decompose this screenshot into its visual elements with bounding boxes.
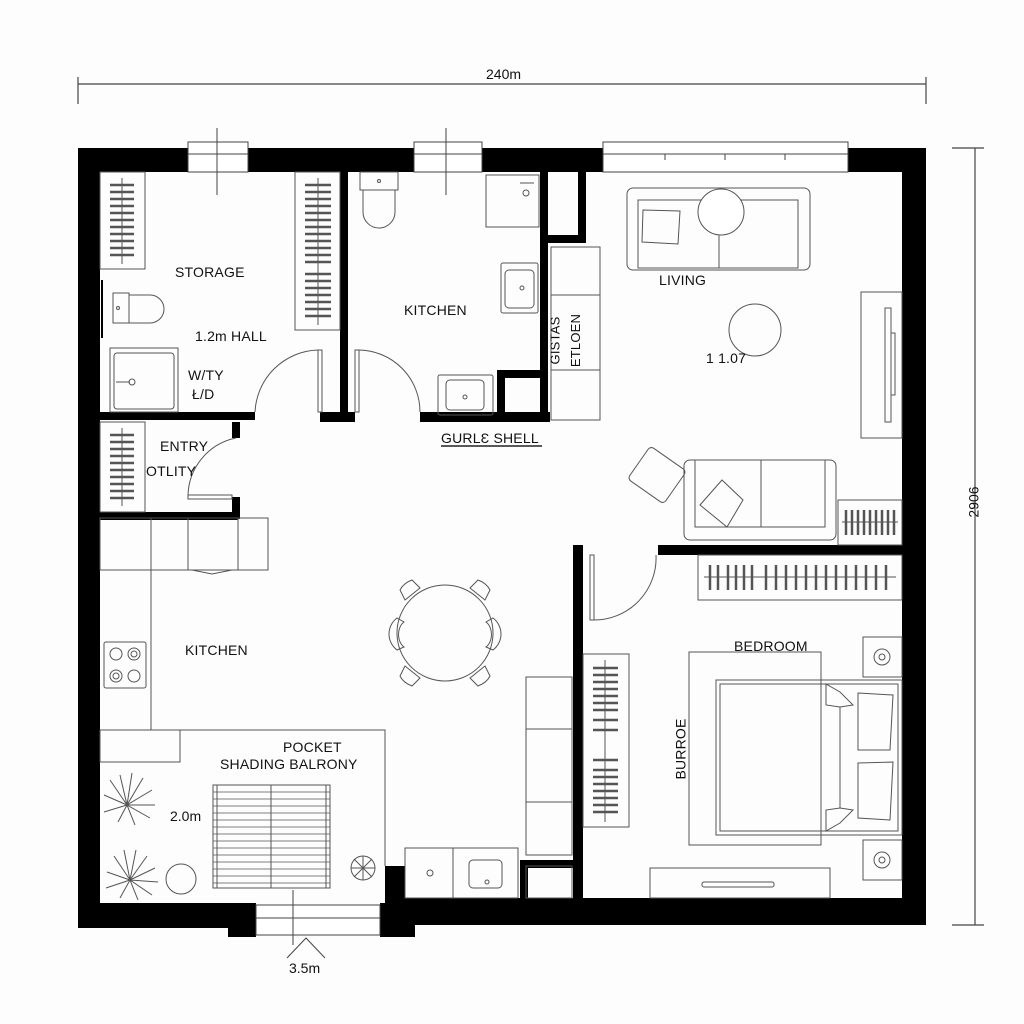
shelf-rack-storage-right [294,171,341,331]
room-label-gurle-shell: GURLƐ SHELL [441,430,539,446]
room-label-storage: STORAGE [175,264,245,280]
door-entry [187,437,237,500]
window-storage [187,128,249,195]
plant-icon [103,772,155,826]
shelf-rack-living [837,499,903,546]
room-label-hall: 1.2m HALL [195,328,267,344]
walls [78,148,926,937]
top-dimension-label: 240m [486,66,522,82]
armchair [628,447,686,503]
cooktop [103,641,147,689]
sofa-living-top [626,187,811,271]
balcony-dimension-label: 2.0m [170,808,202,824]
shelf-rack-storage-left [99,171,146,270]
room-label-burroe: BURROE [672,718,689,780]
nightstand-top [862,636,903,678]
dining-table [388,579,502,687]
shower-tray [109,347,179,413]
room-label-living-code: 1 1.07 [706,350,747,366]
room-label-bedroom: BEDROOM [734,638,808,654]
umbrella-icon [350,855,376,881]
appliance-bottom [404,847,573,899]
window-balcony [255,890,381,959]
shelf-rack-bedroom-top [697,554,903,601]
bed [688,651,903,846]
right-dimension-line [952,147,984,926]
room-label-pocket: POCKET [283,739,342,755]
toilet-storage [112,292,165,324]
shower-kitchen [485,174,540,228]
door-kitchen-upper [354,349,421,413]
nightstand-bottom [862,839,903,881]
door-bedroom [589,554,657,621]
room-label-kitchen-lower: KITCHEN [185,642,248,658]
slatted-bench [212,784,331,889]
sink-kitchen-bottom [437,374,494,416]
side-table-round [728,303,782,357]
shelf-rack-bedroom-left [582,653,630,828]
room-label-utility: OTLITY [146,463,197,479]
room-label-wty: W/TY [188,367,224,383]
plant-icon [105,849,159,901]
planter-pot [165,863,197,895]
top-dimension-line [77,77,927,104]
cabinet-column [550,246,601,421]
tv-console [860,291,903,439]
sink-kitchen-right [500,262,539,314]
room-label-entry: ENTRY [160,438,209,454]
window-kitchen [413,128,483,195]
dresser [649,867,831,899]
toilet-kitchen [359,171,399,229]
kitchen-counter [99,517,385,731]
tall-cabinets [525,676,573,856]
room-label-living: LIVING [659,272,707,288]
door-hall [254,349,323,413]
sofa-living-bottom [683,459,837,541]
room-label-ld: Ł/D [192,386,215,402]
room-label-balcony: SHADING BALRONY [220,756,358,772]
balcony-outline [99,729,386,866]
room-label-kitchen-upper: KITCHEN [404,302,467,318]
bottom-dimension-label: 3.5m [289,960,321,976]
room-label-etloen: ETLOEN [568,313,584,368]
shelf-rack-entry [99,421,146,513]
window-living [602,141,849,173]
room-label-gistas: GISTAS [547,316,563,365]
right-dimension-label: 2906 [965,486,982,518]
